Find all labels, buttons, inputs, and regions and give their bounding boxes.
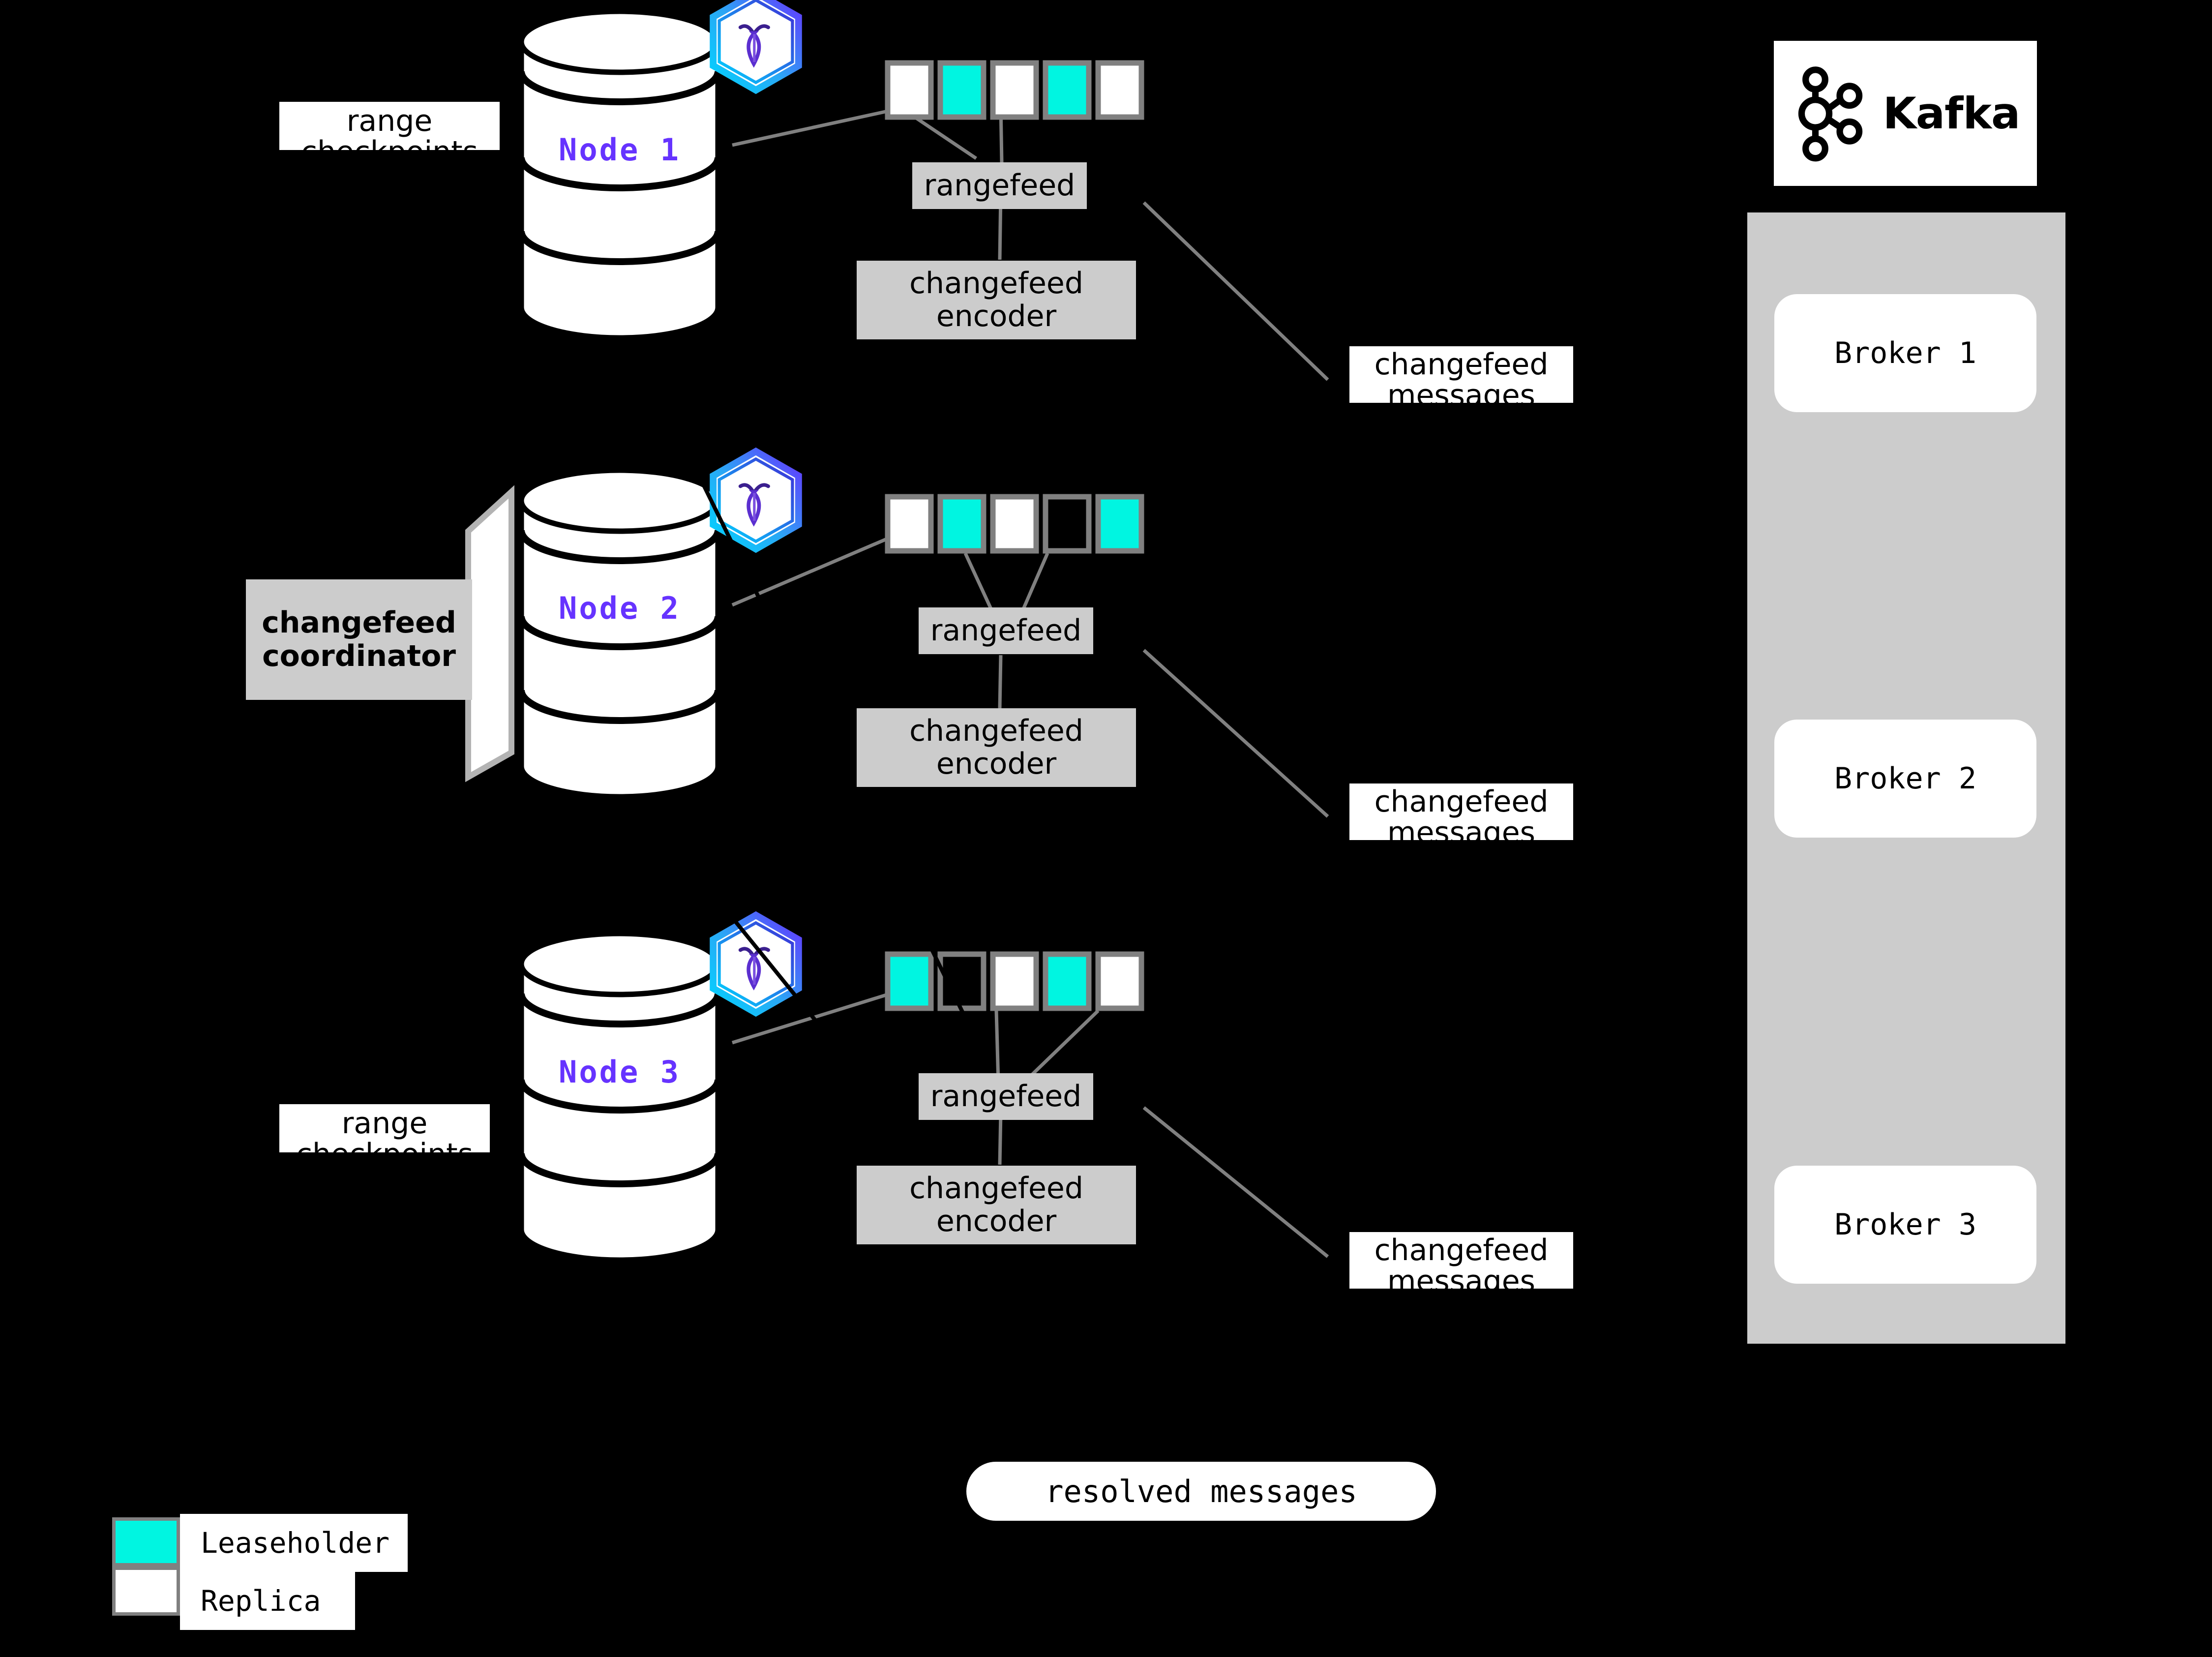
broker-1-box[interactable]: Broker 1 (1774, 294, 2036, 412)
node1-changefeed-encoder-box: changefeed encoder (857, 261, 1136, 339)
legend-swatch-replica (112, 1567, 180, 1616)
label-line-2: messages (1387, 1264, 1535, 1298)
label-line-2: messages (1387, 378, 1535, 413)
node3-cylinder (518, 931, 721, 1263)
cockroachdb-hexagon-icon (710, 447, 802, 553)
range-box (1095, 60, 1144, 120)
broker-3-box[interactable]: Broker 3 (1774, 1166, 2036, 1284)
node3-range-checkpoints-label: range checkpoints (279, 1104, 490, 1170)
range-box (990, 494, 1039, 554)
encoder-line-1: changefeed (909, 713, 1083, 748)
node3-rangefeed-box: rangefeed (919, 1073, 1093, 1120)
encoder-line-1: changefeed (909, 266, 1083, 301)
encoder-line-2: encoder (936, 299, 1057, 333)
range-box (1043, 951, 1092, 1011)
node1-range-checkpoints-label: range checkpoints (279, 102, 500, 168)
node3-label: Node 3 (559, 1054, 681, 1090)
label-line-1: range (341, 1106, 428, 1141)
label-line-1: changefeed (1374, 1233, 1549, 1267)
range-box (1043, 494, 1092, 554)
changefeed-coordinator-box: changefeed coordinator (246, 579, 472, 700)
node2-changefeed-encoder-box: changefeed encoder (857, 708, 1136, 787)
node2-changefeed-messages-label: changefeed messages (1349, 783, 1573, 848)
range-box (937, 60, 986, 120)
node3-changefeed-encoder-box: changefeed encoder (857, 1166, 1136, 1244)
label-line-2: checkpoints (296, 1137, 473, 1172)
range-box (1095, 494, 1144, 554)
encoder-line-1: changefeed (909, 1171, 1083, 1205)
range-box (990, 951, 1039, 1011)
legend-label-leaseholder: Leaseholder (180, 1514, 408, 1572)
encoder-line-2: encoder (936, 747, 1057, 781)
node2-range-boxes (885, 494, 1144, 554)
node3-edges (731, 993, 1329, 1258)
label-line-1: changefeed (1374, 784, 1549, 819)
label-line-1: range (346, 104, 433, 138)
range-box (937, 494, 986, 554)
range-box (990, 60, 1039, 120)
node1-changefeed-messages-label: changefeed messages (1349, 346, 1573, 411)
node3-range-boxes (885, 951, 1144, 1011)
legend-swatch-leaseholder (112, 1517, 180, 1567)
legend-label-replica: Replica (180, 1572, 355, 1630)
resolved-messages-pill: resolved messages (966, 1462, 1436, 1521)
node3-changefeed-messages-label: changefeed messages (1349, 1232, 1573, 1297)
node1-range-boxes (885, 60, 1144, 120)
kafka-logo-icon (1798, 66, 1862, 161)
node1-label: Node 1 (559, 132, 681, 168)
coordinator-line-1: changefeed (262, 605, 456, 640)
node1-rangefeed-box: rangefeed (912, 162, 1087, 209)
node1-cylinder (518, 8, 721, 341)
range-box (1095, 951, 1144, 1011)
label-line-2: checkpoints (301, 135, 478, 169)
encoder-line-2: encoder (936, 1204, 1057, 1238)
cockroachdb-hexagon-icon (710, 911, 802, 1017)
range-box (885, 494, 934, 554)
node2-cylinder (518, 467, 721, 800)
range-box (1043, 60, 1092, 120)
changefeed-coordinator-flag (465, 485, 514, 783)
node2-rangefeed-box: rangefeed (919, 607, 1093, 654)
range-box (885, 60, 934, 120)
kafka-logo-box: Kafka (1774, 41, 2037, 186)
coordinator-line-2: coordinator (262, 638, 456, 673)
cockroachdb-hexagon-icon (710, 0, 802, 94)
node2-label: Node 2 (559, 590, 681, 626)
label-line-1: changefeed (1374, 347, 1549, 382)
range-box (885, 951, 934, 1011)
broker-2-box[interactable]: Broker 2 (1774, 720, 2036, 838)
kafka-wordmark: Kafka (1883, 88, 2021, 139)
node1-edges (732, 106, 1329, 381)
label-line-2: messages (1387, 815, 1535, 850)
